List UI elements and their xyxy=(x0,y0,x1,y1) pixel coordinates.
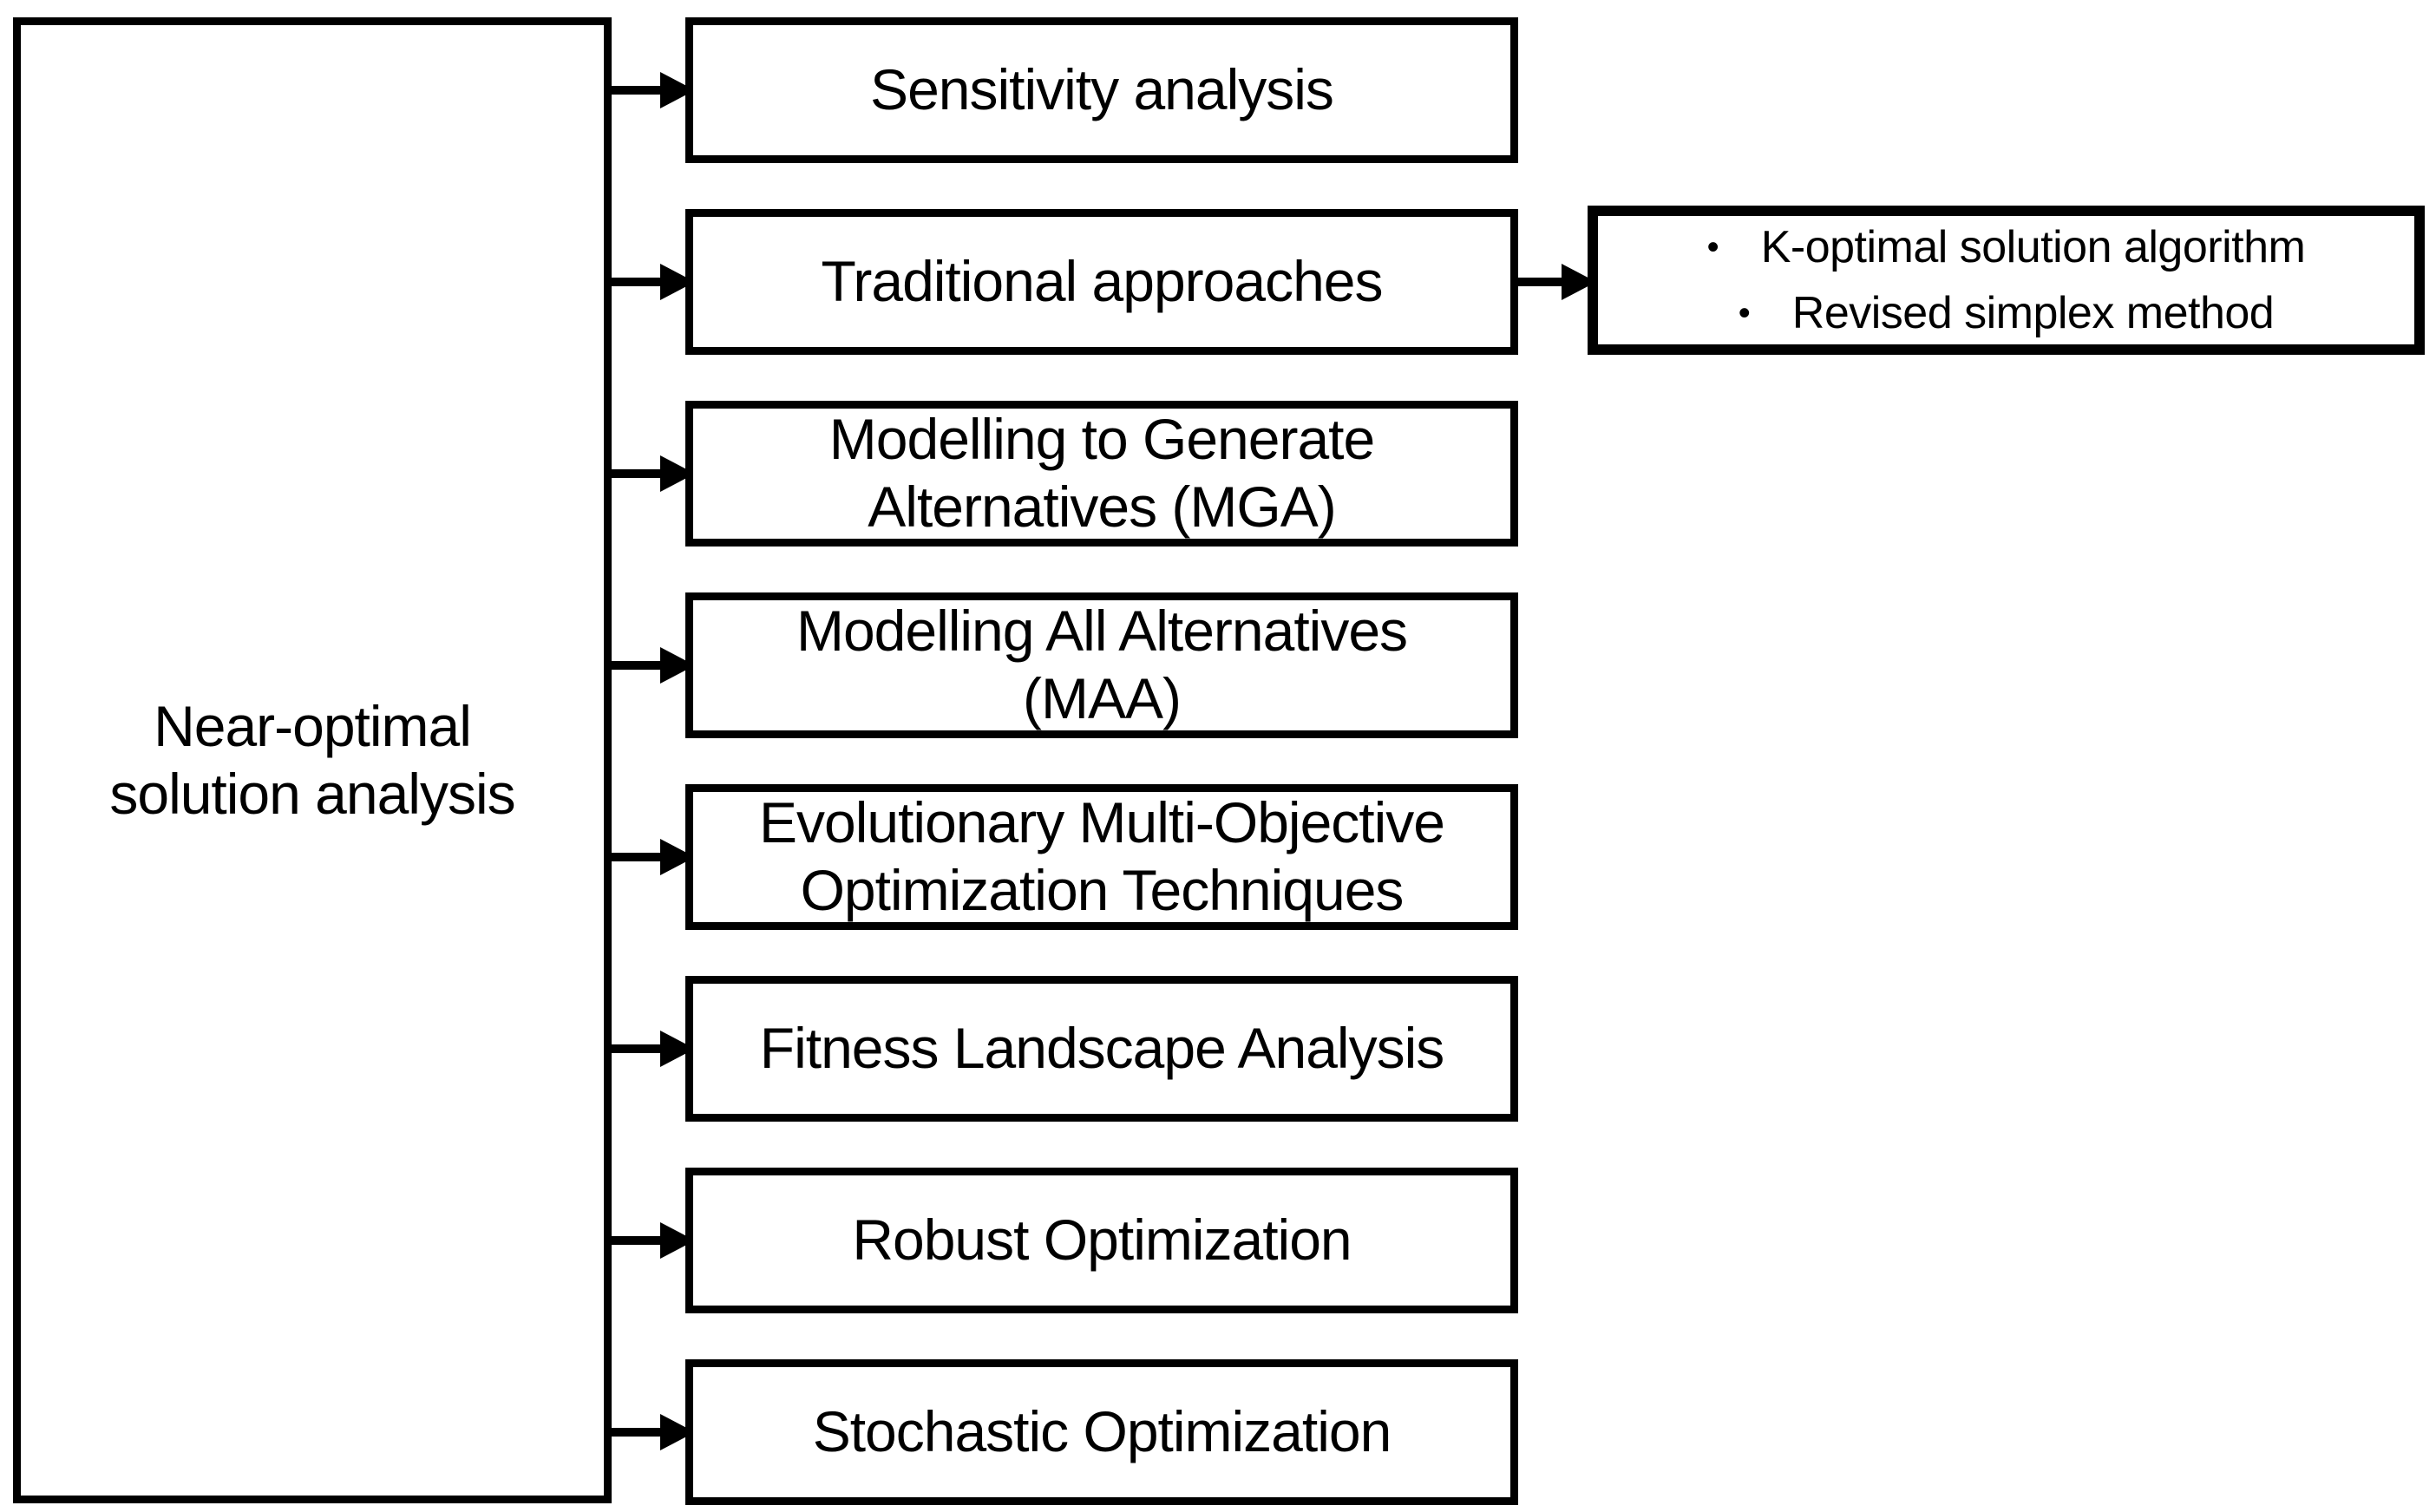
bullet-item-revised-simplex: • Revised simplex method xyxy=(1738,287,2275,339)
arrow-shaft xyxy=(1518,278,1563,286)
arrow-shaft xyxy=(612,86,662,95)
arrow-shaft xyxy=(612,661,662,670)
bullet-marker-icon: • xyxy=(1706,228,1719,266)
arrow-shaft xyxy=(612,853,662,861)
bullet-marker-icon: • xyxy=(1738,294,1751,332)
branch-node-fitness-landscape-analysis: Fitness Landscape Analysis xyxy=(685,976,1518,1122)
arrow-shaft xyxy=(612,1236,662,1245)
arrow-shaft xyxy=(612,469,662,478)
bullet-item-k-optimal: • K-optimal solution algorithm xyxy=(1707,221,2306,273)
branch-node-label: Traditional approaches xyxy=(821,249,1384,314)
root-node-label: Near-optimal solution analysis xyxy=(109,693,515,826)
branch-node-label: Fitness Landscape Analysis xyxy=(759,1016,1444,1081)
arrow-shaft xyxy=(612,278,662,286)
branch-node-label: Modelling All Alternatives (MAA) xyxy=(796,599,1408,730)
bullet-item-label: Revised simplex method xyxy=(1791,288,2275,338)
branch-node-stochastic-optimization: Stochastic Optimization xyxy=(685,1359,1518,1505)
branch-node-label: Stochastic Optimization xyxy=(812,1399,1392,1464)
branch-node-traditional-approaches: Traditional approaches xyxy=(685,209,1518,355)
branch-node-robust-optimization: Robust Optimization xyxy=(685,1168,1518,1313)
branch-node-label: Robust Optimization xyxy=(852,1208,1352,1273)
detail-node-traditional-approaches-methods: • K-optimal solution algorithm • Revised… xyxy=(1588,206,2425,355)
bullet-item-label: K-optimal solution algorithm xyxy=(1760,222,2306,272)
branch-node-mga: Modelling to Generate Alternatives (MGA) xyxy=(685,401,1518,547)
branch-node-label: Sensitivity analysis xyxy=(870,57,1334,122)
arrow-shaft xyxy=(612,1044,662,1053)
branch-node-sensitivity-analysis: Sensitivity analysis xyxy=(685,17,1518,163)
branch-node-label: Modelling to Generate Alternatives (MGA) xyxy=(828,407,1375,539)
branch-node-maa: Modelling All Alternatives (MAA) xyxy=(685,592,1518,738)
arrow-shaft xyxy=(612,1428,662,1437)
root-node-near-optimal-solution-analysis: Near-optimal solution analysis xyxy=(13,17,612,1503)
branch-node-emo-techniques: Evolutionary Multi-Objective Optimizatio… xyxy=(685,784,1518,930)
branch-node-label: Evolutionary Multi-Objective Optimizatio… xyxy=(759,790,1445,922)
